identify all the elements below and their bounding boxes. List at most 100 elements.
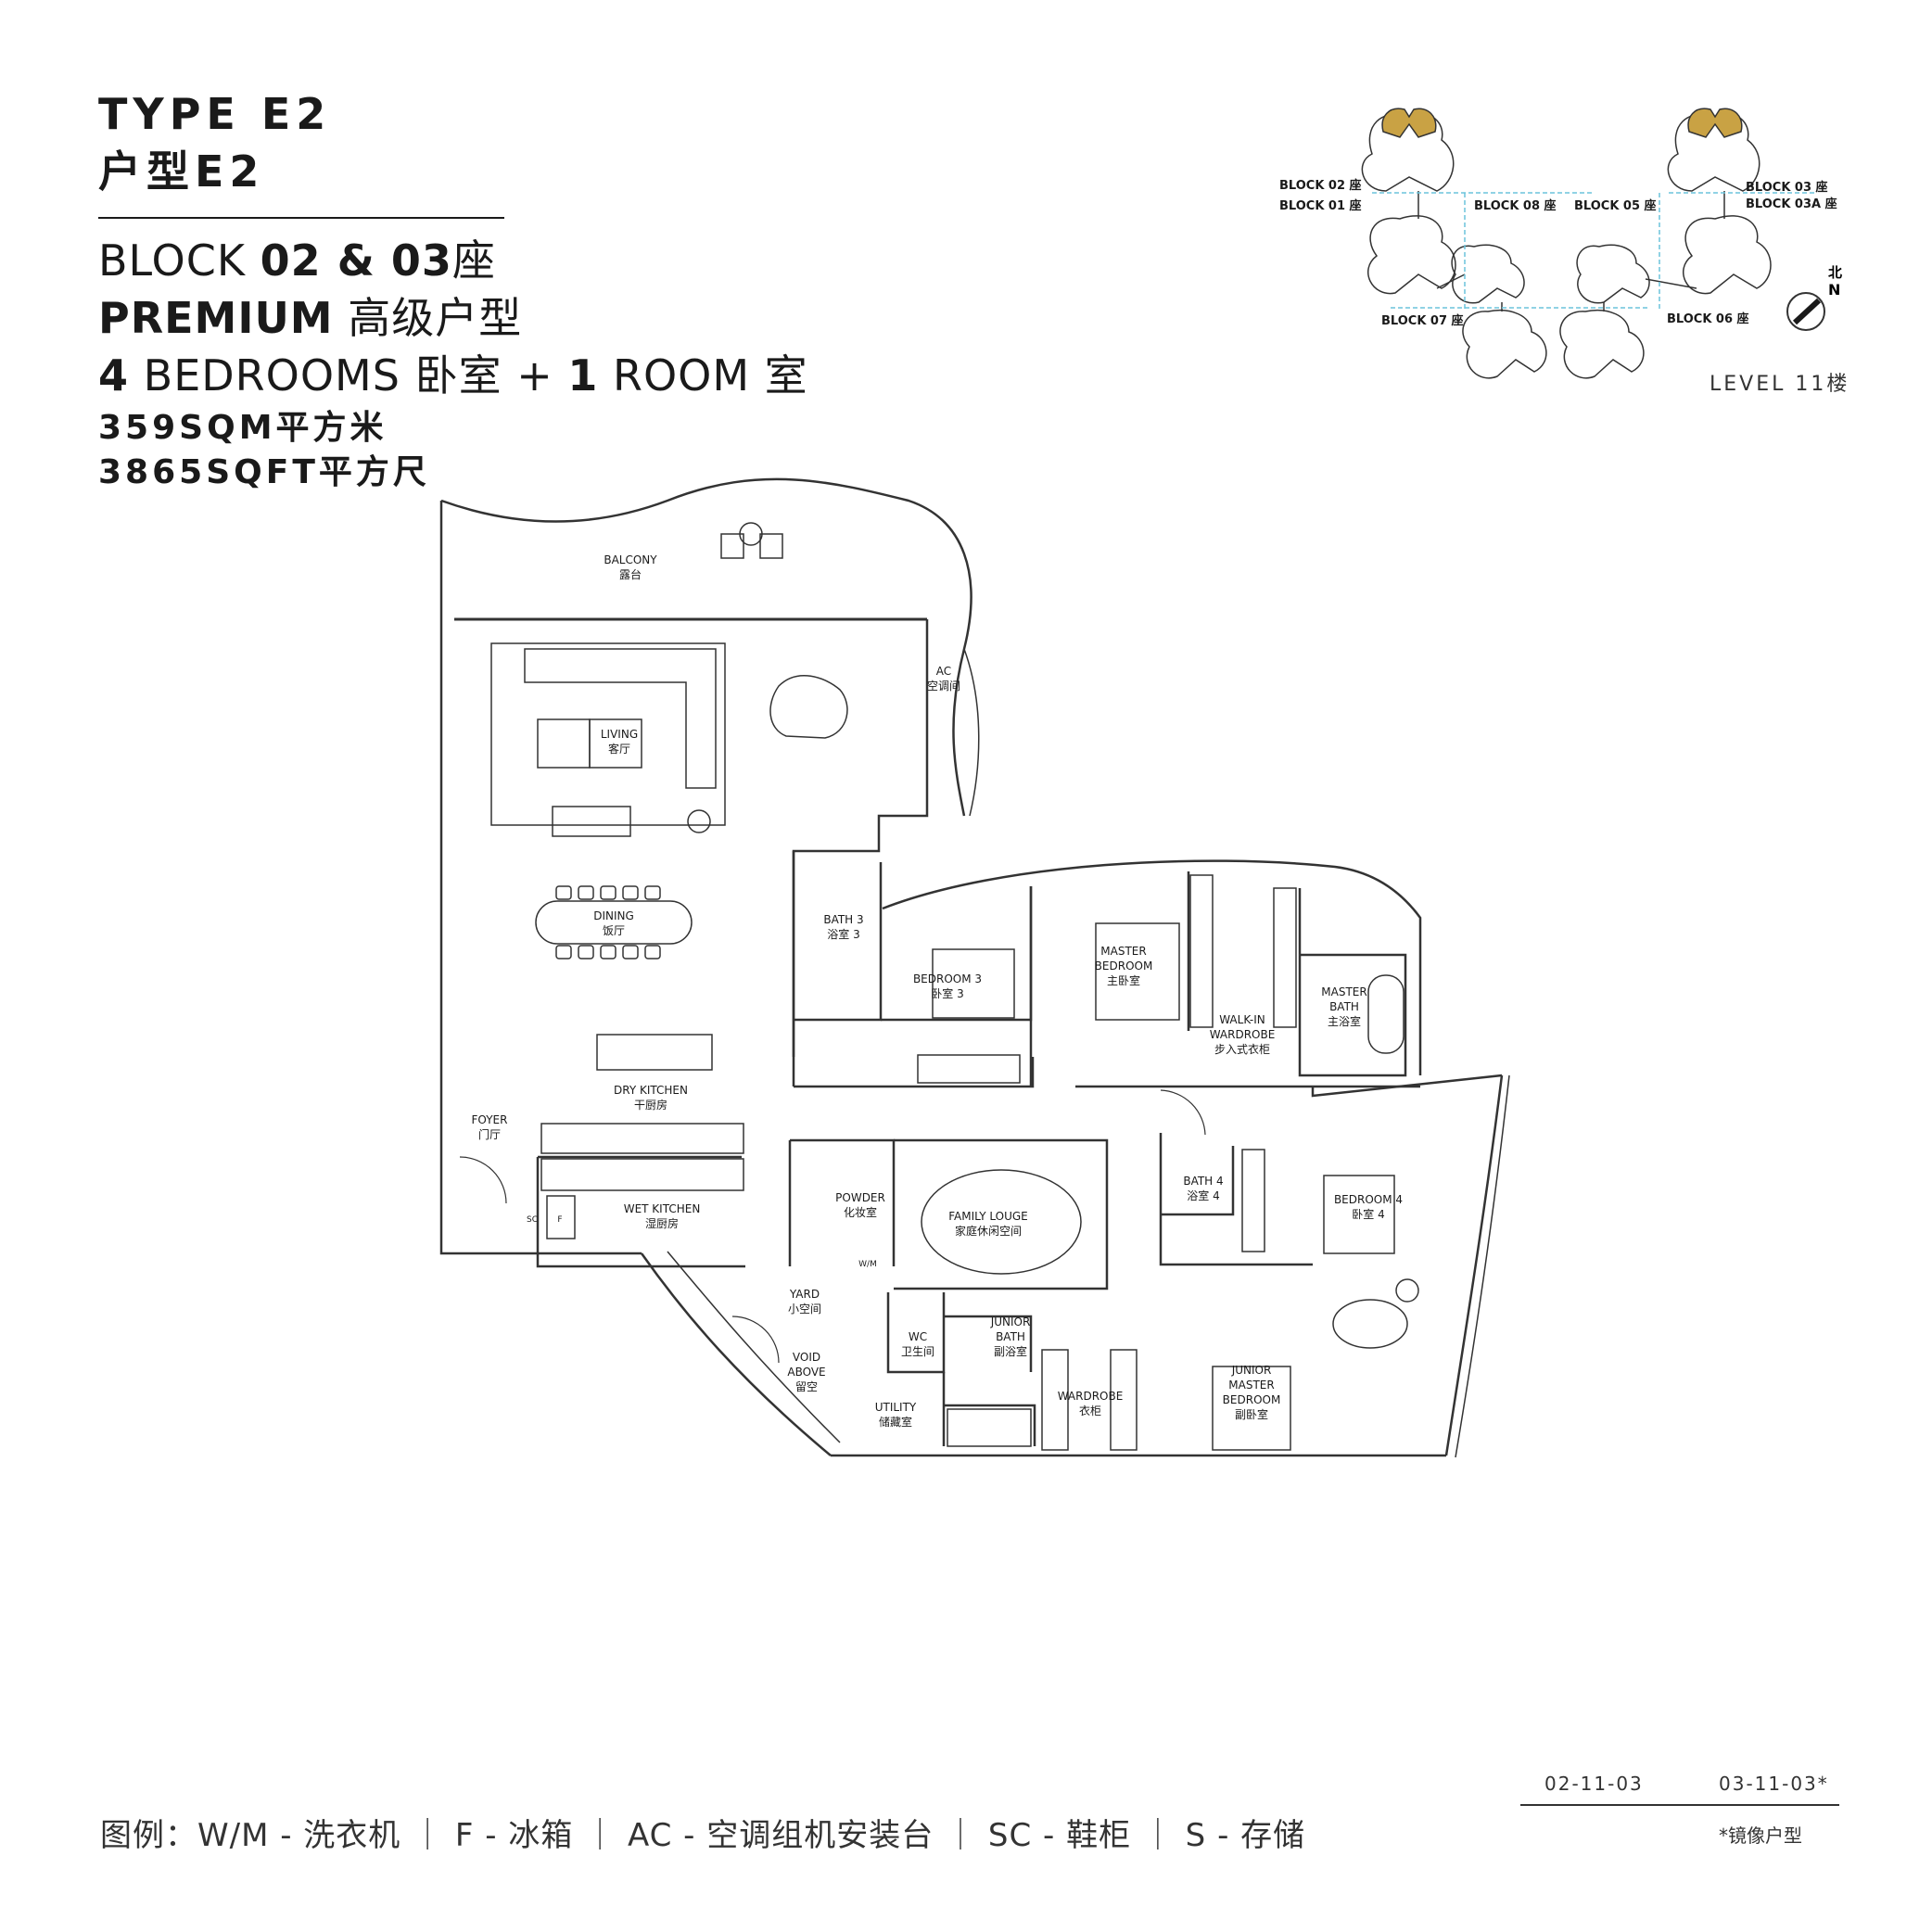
junior-master-chaise xyxy=(1332,1299,1408,1349)
bedroom4-bed xyxy=(1323,1175,1395,1254)
label-master-bath-1: MASTER xyxy=(1321,985,1366,998)
master-bath-walls xyxy=(1298,888,1407,1077)
keyplan-tower-08 xyxy=(1451,244,1525,304)
area-sqm-value: 359 xyxy=(98,409,180,447)
type-title-en: TYPE E2 xyxy=(98,89,332,139)
label-family-en: FAMILY LOUGE xyxy=(948,1210,1028,1223)
label-living-cn: 客厅 xyxy=(608,742,630,756)
room-count: 1 xyxy=(567,350,599,400)
label-dining-cn: 饭厅 xyxy=(603,924,625,937)
label-wardrobe-en: WARDROBE xyxy=(1058,1390,1124,1403)
block-line: BLOCK 02 & 03座 xyxy=(98,239,496,282)
living-sofa xyxy=(524,648,717,789)
bedroom4-north xyxy=(1311,1074,1503,1098)
label-yard-en: YARD xyxy=(789,1288,820,1301)
label-foyer-en: FOYER xyxy=(472,1113,508,1126)
dry-kitchen-island xyxy=(596,1034,713,1071)
mirror-note: *镜像户型 xyxy=(1719,1824,1802,1847)
label-ac-cn: 空调间 xyxy=(927,680,960,693)
keyplan-highlight-03 xyxy=(1687,108,1743,138)
area-sqm: 359SQM平方米 xyxy=(98,412,388,445)
bed-text: BEDROOMS 卧室 + xyxy=(129,350,568,400)
keyplan-tower-07 xyxy=(1462,310,1547,379)
grand-piano xyxy=(769,674,848,739)
east-curve-wall-outer xyxy=(1455,1074,1510,1458)
bath3-walls xyxy=(792,851,883,1087)
balcony-chair-a xyxy=(720,533,744,559)
label-utility-cn: 储藏室 xyxy=(879,1415,912,1429)
coffee-table-a xyxy=(537,718,591,769)
label-powder-en: POWDER xyxy=(835,1191,885,1204)
keyplan-highlight-02 xyxy=(1381,108,1437,138)
exterior-wall-west xyxy=(439,501,642,1255)
label-foyer-cn: 门厅 xyxy=(478,1127,501,1141)
label-void-cn: 留空 xyxy=(795,1380,818,1393)
unit-codes-rule xyxy=(1520,1804,1839,1806)
label-master-bedroom-cn: 主卧室 xyxy=(1107,973,1140,987)
label-ac-en: AC xyxy=(936,665,951,678)
foyer-door xyxy=(459,1156,507,1204)
category-line: PREMIUM 高级户型 xyxy=(98,297,522,339)
label-dry-kitchen-en: DRY KITCHEN xyxy=(614,1084,688,1097)
label-powder-cn: 化妆室 xyxy=(844,1205,877,1219)
block-prefix: BLOCK xyxy=(98,235,261,286)
keyplan-label-01: BLOCK 01 座 xyxy=(1279,198,1362,213)
label-bedroom3-en: BEDROOM 3 xyxy=(913,972,982,985)
family-lounge-rug xyxy=(921,1169,1082,1275)
unit-code-1: 02-11-03 xyxy=(1544,1773,1644,1795)
label-wc-cn: 卫生间 xyxy=(901,1345,934,1358)
label-junior-master-1: JUNIOR xyxy=(1231,1364,1272,1377)
east-curve-wall xyxy=(1444,1074,1504,1456)
bedroom-wing-curve xyxy=(882,859,1422,1075)
area-sqft-value: 3865 xyxy=(98,453,207,491)
yard-door xyxy=(731,1316,780,1364)
junior-master-bed xyxy=(1212,1366,1291,1451)
unit-code-2: 03-11-03* xyxy=(1719,1773,1829,1795)
wardrobe-b xyxy=(1110,1349,1138,1451)
north-arrow-circle xyxy=(1786,292,1825,331)
label-wet-kitchen-en: WET KITCHEN xyxy=(624,1202,701,1215)
title-divider xyxy=(98,217,504,219)
label-utility-en: UTILITY xyxy=(875,1401,917,1414)
keyplan-label-03: BLOCK 03 座 xyxy=(1746,180,1828,195)
walk-in-wardrobe-a xyxy=(1189,874,1214,1028)
keyplan-tower-06 xyxy=(1559,310,1645,379)
keyplan-tower-05 xyxy=(1576,244,1650,304)
label-bedroom4-en: BEDROOM 4 xyxy=(1334,1193,1403,1206)
southwest-diagonal-inner xyxy=(667,1251,841,1443)
bedrooms-line: 4 BEDROOMS 卧室 + 1 ROOM 室 xyxy=(98,354,808,397)
label-master-bath-2: BATH xyxy=(1329,1000,1359,1013)
type-title-cn: 户型E2 xyxy=(98,146,265,197)
label-bedroom3-cn: 卧室 3 xyxy=(931,986,963,1000)
wet-kitchen-counter xyxy=(540,1158,744,1191)
keyplan-corridor-right xyxy=(1603,191,1725,311)
walk-in-wardrobe-b xyxy=(1273,887,1297,1028)
category-bold: PREMIUM xyxy=(98,293,334,343)
bedroom3-wardrobe xyxy=(917,1054,1021,1084)
wc-walls xyxy=(886,1292,1033,1374)
label-void-2: ABOVE xyxy=(787,1366,825,1379)
family-walls xyxy=(894,1138,1109,1290)
living-lamp xyxy=(687,809,711,833)
living-tv-grid xyxy=(552,806,631,837)
keyplan-tower-03a xyxy=(1683,215,1772,295)
label-walk-in-1: WALK-IN xyxy=(1219,1013,1265,1026)
label-junior-bath-2: BATH xyxy=(996,1330,1025,1343)
keyplan-corridor-left xyxy=(1417,191,1503,311)
coffee-table-b xyxy=(589,718,642,769)
label-walk-in-2: WARDROBE xyxy=(1210,1028,1276,1041)
bedroom3-bed xyxy=(932,948,1015,1019)
label-balcony-cn: 露台 xyxy=(619,567,642,581)
fridge xyxy=(546,1195,576,1239)
wet-kitchen-walls xyxy=(536,1155,745,1268)
label-junior-bath-cn: 副浴室 xyxy=(994,1344,1027,1358)
label-walk-in-cn: 步入式衣柜 xyxy=(1214,1042,1270,1056)
label-wardrobe-cn: 衣柜 xyxy=(1079,1404,1101,1417)
master-bedroom-walls xyxy=(1029,871,1190,1087)
living-rug xyxy=(490,642,726,826)
label-junior-master-2: MASTER xyxy=(1228,1379,1274,1392)
bedroom-wing-south xyxy=(794,1057,1420,1088)
label-master-bedroom-2: BEDROOM xyxy=(1095,960,1153,972)
area-sqm-unit: SQM平方米 xyxy=(179,409,388,447)
area-sqft: 3865SQFT平方尺 xyxy=(98,456,430,489)
